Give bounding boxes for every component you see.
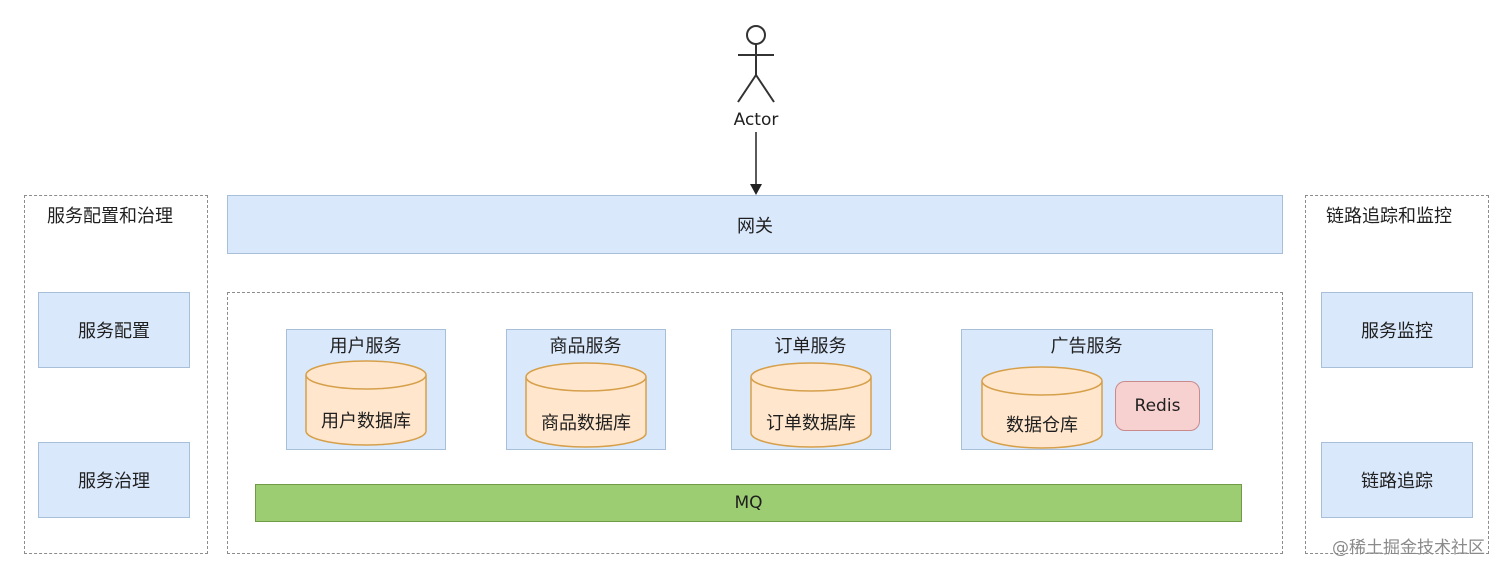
redis-label: Redis [1134,396,1181,416]
ad-service-title: 广告服务 [1050,336,1123,357]
gateway-box: 网关 [227,195,1283,254]
mq-label: MQ [734,493,763,513]
actor-to-gateway-arrow [750,132,762,195]
left-group-config-governance: 服务配置和治理 [24,195,208,554]
gateway-label: 网关 [737,215,773,237]
product-db-label: 商品数据库 [541,413,631,434]
watermark: @稀土掘金技术社区 [1332,538,1485,558]
redis-box: Redis [1115,381,1200,431]
service-governance-label: 服务治理 [78,471,150,492]
service-governance-box: 服务治理 [38,442,190,518]
service-config-box: 服务配置 [38,292,190,368]
data-warehouse-cylinder-icon [981,366,1103,449]
mq-bar: MQ [255,484,1242,522]
right-group-tracing-monitoring: 链路追踪和监控 [1305,195,1489,554]
services-container [227,292,1283,554]
right-group-title: 链路追踪和监控 [1326,206,1452,227]
service-monitoring-box: 服务监控 [1321,292,1473,368]
left-group-title: 服务配置和治理 [47,206,173,227]
link-tracing-box: 链路追踪 [1321,442,1473,518]
service-config-label: 服务配置 [78,321,150,342]
user-db-label: 用户数据库 [321,411,411,432]
product-db-cylinder-icon [525,362,647,448]
data-warehouse-label: 数据仓库 [1006,415,1078,436]
user-service-title: 用户服务 [329,336,402,357]
user-db-cylinder-icon [305,360,427,446]
actor-figure [737,25,775,103]
service-monitoring-label: 服务监控 [1361,321,1433,342]
order-service-title: 订单服务 [774,336,847,357]
order-db-label: 订单数据库 [766,413,856,434]
actor-label: Actor [733,110,779,130]
order-db-cylinder-icon [750,362,872,448]
product-service-title: 商品服务 [549,336,622,357]
link-tracing-label: 链路追踪 [1361,471,1433,492]
